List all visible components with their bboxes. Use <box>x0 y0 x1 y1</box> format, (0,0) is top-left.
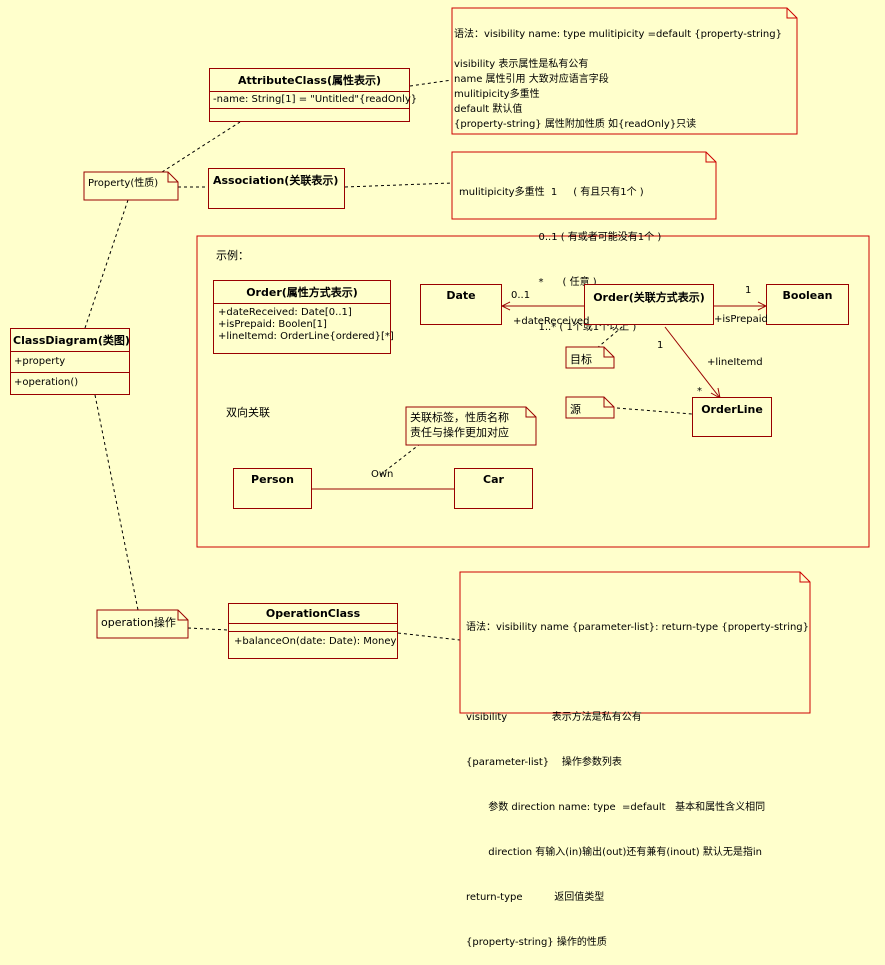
order-assoc-class-name: Order(关联方式表示) <box>593 291 705 304</box>
operation-note-shape <box>96 609 189 639</box>
attr-syntax-line: name 属性引用 大致对应语言字段 <box>454 74 609 85</box>
order-attr-attribute: +isPrepaid: Boolen[1] <box>218 319 327 330</box>
classdiagram-box[interactable]: ClassDiagram(类图) +property +operation() <box>10 328 130 395</box>
target-note-shape <box>565 346 615 369</box>
person-class-name: Person <box>251 473 294 486</box>
orderline-class-box[interactable]: OrderLine <box>692 397 772 437</box>
order-attr-attribute: +lineItemd: OrderLine{ordered}[*] <box>218 331 394 342</box>
assoc-label-note-line: 责任与操作更加对应 <box>410 426 509 439</box>
boolean-class-box[interactable]: Boolean <box>766 284 849 325</box>
association-class-name: Association(关联表示) <box>213 174 339 187</box>
assoc-label-note-line: 关联标签，性质名称 <box>410 411 509 424</box>
example-title: 示例： <box>216 249 249 262</box>
order-attr-attribute: +dateReceived: Date[0..1] <box>218 307 352 318</box>
target-note: 目标 <box>570 353 592 366</box>
attr-syntax-line: mulitipicity多重性 <box>454 89 540 100</box>
order-assoc-class-box[interactable]: Order(关联方式表示) <box>584 284 714 325</box>
attr-syntax-line: default 默认值 <box>454 104 523 115</box>
attribute-class-name: AttributeClass(属性表示) <box>237 74 382 87</box>
classdiagram-to-property-link <box>84 199 129 329</box>
attr-syntax-note: 语法：visibility name: type mulitipicity =d… <box>454 27 782 132</box>
assoc-label-note-shape <box>405 406 537 446</box>
example-frame <box>196 235 870 548</box>
classdiagram-operation: +operation() <box>11 372 129 393</box>
association-class-box[interactable]: Association(关联表示) <box>208 168 345 209</box>
multiplicity-line: * ( 任意 ) <box>459 277 597 288</box>
property-note: Property(性质) <box>88 178 159 189</box>
operation-class-attrs <box>229 623 397 631</box>
operation-class-operation: +balanceOn(date: Date): Money <box>229 631 397 652</box>
order-orderline-association <box>664 326 721 399</box>
attr-syntax-line: visibility 表示属性是私有公有 <box>454 59 589 70</box>
op-syntax-line: 语法：visibility name {parameter-list}: ret… <box>466 622 810 633</box>
attr-syntax-line <box>454 42 782 57</box>
op-syntax-line <box>466 665 809 680</box>
op-syntax-note: 语法：visibility name {parameter-list}: ret… <box>466 590 809 965</box>
attr-syntax-note-shape <box>451 7 798 135</box>
order-attr-class-box[interactable]: Order(属性方式表示) +dateReceived: Date[0..1] … <box>213 280 394 354</box>
source-note-shape <box>565 396 615 419</box>
line-itemd-role-label: +lineItemd <box>707 357 763 368</box>
property-note-shape <box>83 171 179 201</box>
classdiagram-to-operation-link <box>94 394 139 611</box>
order-attr-class-name: Order(属性方式表示) <box>246 286 358 299</box>
classdiagram-name: ClassDiagram(类图) <box>13 334 130 347</box>
attribute-class-box[interactable]: AttributeClass(属性表示) -name: String[1] = … <box>209 68 417 122</box>
order-attr-class-attributes: +dateReceived: Date[0..1] +isPrepaid: Bo… <box>214 303 394 346</box>
multiplicity-line: 0..1 ( 有或者可能没有1个 ) <box>459 232 662 243</box>
operation-note-to-class-link <box>187 627 229 631</box>
op-syntax-line: {property-string} 操作的性质 <box>466 937 607 948</box>
property-to-attributeclass-link <box>161 121 241 173</box>
attr-syntax-line: 语法：visibility name: type mulitipicity =d… <box>454 29 782 40</box>
classdiagram-attribute: +property <box>11 351 129 372</box>
date-class-name: Date <box>446 289 476 302</box>
own-label-note-link <box>379 443 421 476</box>
target-note-link <box>596 321 629 349</box>
multiplicity-line: 1..* ( 1个或1个以上 ) <box>459 322 637 333</box>
op-syntax-line: {parameter-list} 操作参数列表 <box>466 757 622 768</box>
op-syntax-line: direction 有输入(in)输出(out)还有兼有(inout) 默认无是… <box>466 847 762 858</box>
attribute-class-attribute: -name: String[1] = "Untitled"{readOnly} <box>210 91 417 108</box>
multiplicity-line: mulitipicity多重性 1 ( 有且只有1个 ) <box>459 187 644 198</box>
attribute-class-ops <box>210 108 409 115</box>
assoc-label-note: 关联标签，性质名称 责任与操作更加对应 <box>410 410 509 440</box>
source-note-link <box>616 407 693 415</box>
connector-lines <box>83 7 870 714</box>
orderline-class-name: OrderLine <box>701 403 763 416</box>
attributeclass-to-syntax-note-link <box>409 79 453 87</box>
op-syntax-line: return-type 返回值类型 <box>466 892 605 903</box>
operation-note: operation操作 <box>101 616 176 629</box>
date-received-role-label: +dateReceived <box>513 316 590 327</box>
op-syntax-line: visibility 表示方法是私有公有 <box>466 712 642 723</box>
car-class-name: Car <box>483 473 504 486</box>
op-syntax-line: 参数 direction name: type =default 基本和属性含义… <box>466 802 766 813</box>
association-to-multiplicity-note-link <box>344 182 453 188</box>
multiplicity-note-shape <box>451 151 717 220</box>
person-class-box[interactable]: Person <box>233 468 312 509</box>
car-class-box[interactable]: Car <box>454 468 533 509</box>
date-class-box[interactable]: Date <box>420 284 502 325</box>
orderline-target-multiplicity-label: * <box>697 386 702 397</box>
operation-class-name: OperationClass <box>265 607 361 620</box>
source-note: 源 <box>570 403 581 416</box>
orderline-source-multiplicity-label: 1 <box>657 340 664 351</box>
operation-class-box[interactable]: OperationClass +balanceOn(date: Date): M… <box>228 603 398 659</box>
multiplicity-0-1-label: 0..1 <box>511 290 531 301</box>
boolean-class-name: Boolean <box>782 289 833 302</box>
order-date-arrowhead <box>500 301 511 311</box>
own-association-label: Own <box>371 469 394 480</box>
attr-syntax-line: {property-string} 属性附加性质 如{readOnly}只读 <box>454 119 697 130</box>
bidirectional-label: 双向关联 <box>226 406 270 419</box>
multiplicity-note: mulitipicity多重性 1 ( 有且只有1个 ) 0..1 ( 有或者可… <box>459 155 661 350</box>
boolean-multiplicity-label: 1 <box>745 285 752 296</box>
is-prepaid-role-label: +isPrepaid <box>714 314 768 325</box>
operationclass-to-syntax-note-link <box>397 632 461 641</box>
op-syntax-note-shape <box>459 571 811 714</box>
